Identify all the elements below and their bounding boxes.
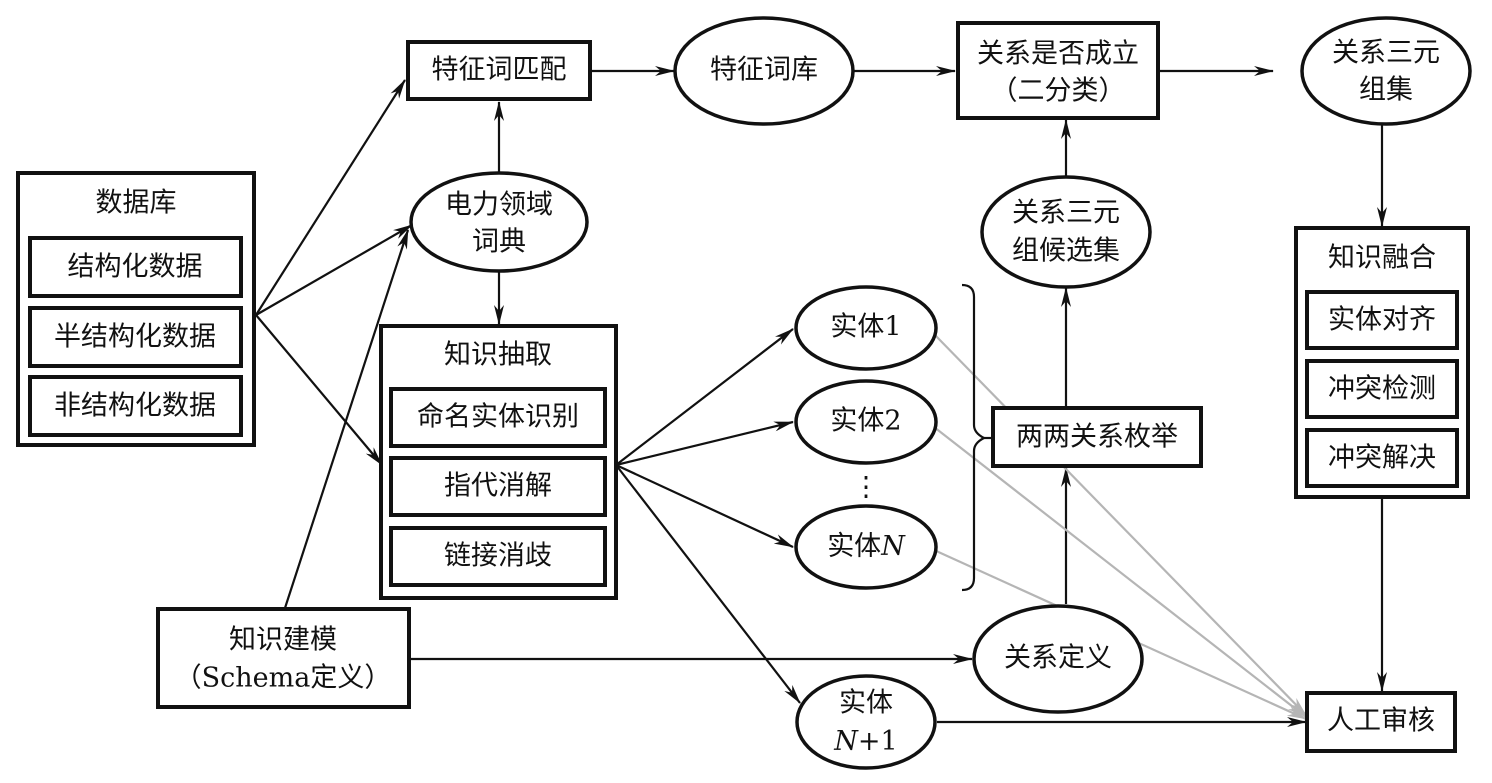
entities-brace: [961, 283, 987, 592]
entityN1-var: N: [833, 726, 859, 757]
database-item-structured: 结构化数据: [68, 252, 203, 283]
relation-valid-node: 关系是否成立 （二分类）: [956, 21, 1160, 120]
relation-definition-label: 关系定义: [1004, 643, 1112, 674]
relation-valid-line1: 关系是否成立: [977, 39, 1139, 70]
database-item-semistructured: 半结构化数据: [54, 322, 216, 353]
entity2-node: 实体2: [794, 379, 938, 465]
edge-database-to-dictionary: [255, 224, 413, 316]
entity2-label: 实体2: [830, 406, 901, 437]
database-title: 数据库: [96, 188, 177, 219]
edge-entity2-to-review: [933, 426, 1307, 718]
pairwise-enum-node: 两两关系枚举: [991, 406, 1203, 468]
fusion-item-alignment: 实体对齐: [1328, 305, 1436, 336]
entityN-var: N: [880, 531, 906, 562]
database-group: 数据库 结构化数据 半结构化数据 非结构化数据: [16, 171, 256, 447]
feature-lexicon-label: 特征词库: [710, 55, 818, 86]
relation-triple-set-node: 关系三元 组集: [1300, 16, 1472, 126]
edge-modeling-to-dictionary: [283, 229, 410, 609]
entityN-prefix: 实体: [827, 531, 881, 562]
relation-candidates-node: 关系三元 组候选集: [980, 175, 1152, 289]
manual-review-node: 人工审核: [1305, 691, 1457, 753]
fusion-title: 知识融合: [1328, 243, 1436, 274]
entityN-node: 实体N: [794, 504, 938, 590]
power-dictionary-node: 电力领域 词典: [409, 171, 589, 273]
extraction-item-linking: 链接消歧: [444, 541, 552, 572]
knowledge-fusion-group: 知识融合 实体对齐 冲突检测 冲突解决: [1294, 226, 1470, 499]
edge-extraction-to-entityN1: [615, 464, 801, 704]
edge-extraction-to-entityN: [615, 464, 794, 548]
candidates-line2: 组候选集: [1012, 236, 1120, 267]
entity-ellipsis: ⋮: [853, 472, 880, 503]
extraction-item-ner: 命名实体识别: [417, 402, 579, 433]
extraction-item-coreference: 指代消解: [444, 471, 552, 502]
fusion-item-conflict-resolution: 冲突解决: [1328, 443, 1436, 474]
triple-set-line1: 关系三元: [1332, 38, 1440, 69]
knowledge-extraction-group: 知识抽取 命名实体识别 指代消解 链接消歧: [379, 324, 618, 600]
feature-match-label: 特征词匹配: [432, 55, 567, 86]
edge-extraction-to-entity1: [615, 328, 794, 466]
edge-extraction-to-entity2: [615, 420, 794, 467]
edge-database-to-extraction: [255, 314, 383, 466]
entityN1-rest: +1: [858, 726, 898, 757]
fusion-item-conflict-detection: 冲突检测: [1328, 374, 1436, 405]
feature-match-node: 特征词匹配: [406, 40, 592, 101]
edges: [255, 66, 1387, 727]
database-item-unstructured: 非结构化数据: [54, 391, 216, 422]
relation-definition-node: 关系定义: [972, 604, 1144, 714]
entityN-label: 实体N: [827, 531, 906, 562]
power-dictionary-line1: 电力领域: [445, 190, 553, 221]
entity1-node: 实体1: [794, 285, 938, 371]
pairwise-enum-label: 两两关系枚举: [1016, 422, 1178, 453]
edge-entity1-to-review: [933, 333, 1307, 716]
power-dictionary-line2: 词典: [472, 227, 526, 258]
edge-database-to-feature-match: [255, 79, 406, 316]
triple-set-line2: 组集: [1359, 75, 1413, 106]
entityN1-line2: N+1: [833, 726, 897, 757]
modeling-line2: （Schema定义）: [175, 663, 392, 694]
relation-valid-line2: （二分类）: [991, 76, 1126, 107]
feature-lexicon-node: 特征词库: [673, 16, 855, 126]
entityN1-node: 实体 N+1: [795, 674, 937, 770]
manual-review-label: 人工审核: [1327, 706, 1435, 737]
modeling-line1: 知识建模: [229, 625, 337, 656]
extraction-title: 知识抽取: [444, 340, 552, 371]
entity1-label: 实体1: [830, 312, 901, 343]
knowledge-modeling-node: 知识建模 （Schema定义）: [156, 607, 411, 709]
candidates-line1: 关系三元: [1012, 198, 1120, 229]
entityN1-line1: 实体: [839, 688, 893, 719]
